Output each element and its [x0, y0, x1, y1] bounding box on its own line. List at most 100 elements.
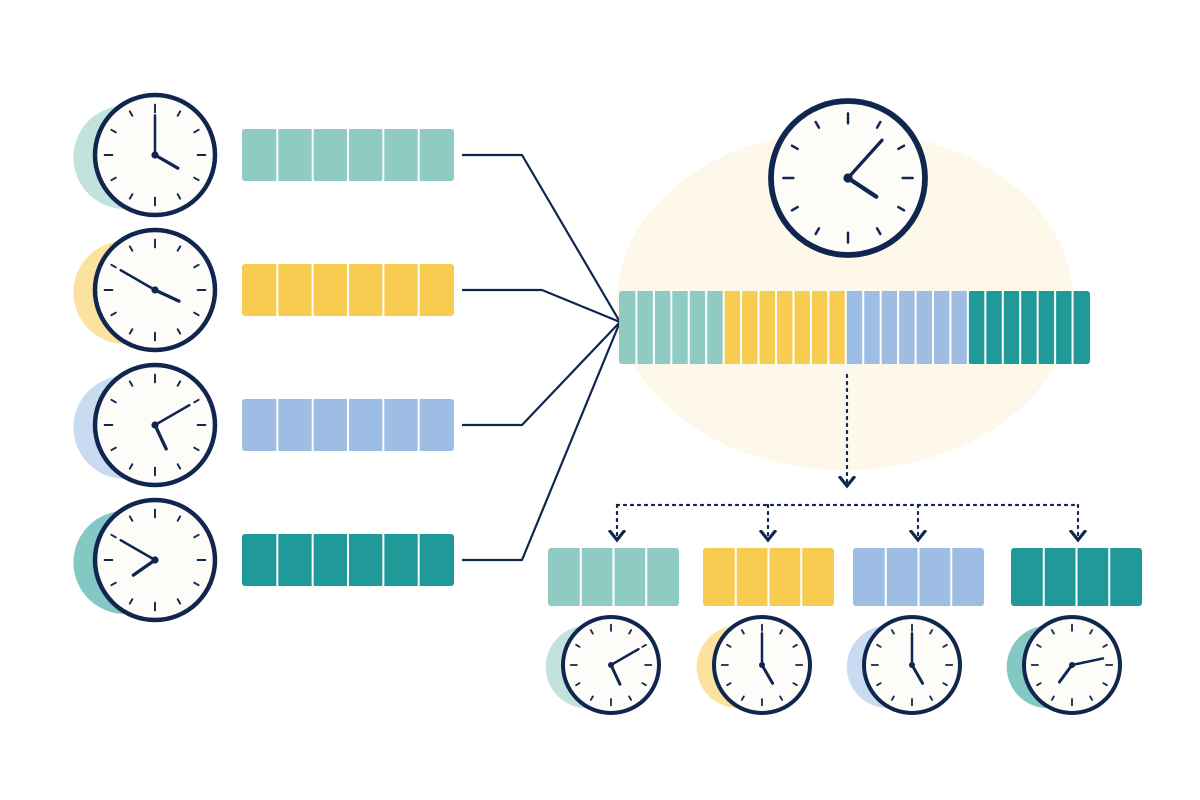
- merged-stream: [619, 98, 1090, 364]
- clock-tick: [1102, 643, 1108, 648]
- clock-tick: [176, 515, 182, 522]
- clock-minute-hand: [119, 538, 157, 562]
- clock-tick: [575, 682, 581, 687]
- clock-tick: [589, 695, 594, 701]
- clock-hour-hand: [609, 663, 622, 686]
- clock-tick: [790, 144, 799, 151]
- merged-bar: [619, 291, 1090, 364]
- output-yellow: [696, 548, 834, 715]
- clock-tick: [875, 227, 882, 236]
- source-clock-teal-light: [73, 92, 218, 218]
- clock-tick: [792, 643, 798, 648]
- clock-tick: [790, 205, 799, 212]
- clock-tick: [128, 380, 134, 387]
- clock-tick: [176, 463, 182, 470]
- clock-tick: [193, 398, 200, 404]
- clock-center: [909, 662, 915, 668]
- clock-tick: [876, 682, 882, 687]
- clock-center: [1069, 662, 1075, 668]
- clock-hour-hand: [910, 663, 925, 685]
- output-teal-light: [545, 548, 679, 715]
- output-clock-teal-dark: [1006, 615, 1122, 715]
- source-clock-blue: [73, 362, 218, 488]
- clock-tick: [193, 581, 200, 587]
- clock-tick: [193, 446, 200, 452]
- clock-tick: [942, 682, 948, 687]
- clock-tick: [1089, 695, 1094, 701]
- clock-center: [151, 421, 159, 429]
- connector-line: [462, 153, 621, 323]
- clock-hour-hand: [153, 423, 168, 451]
- connector-line: [462, 321, 621, 427]
- clock-center: [151, 151, 159, 159]
- output-streams: [545, 548, 1142, 715]
- clock-tick: [193, 176, 200, 182]
- merge-connectors: [462, 153, 622, 562]
- clock-hour-hand: [845, 175, 879, 199]
- clock-tick: [1102, 682, 1108, 687]
- clock-tick: [779, 629, 784, 635]
- clock-tick: [628, 695, 633, 701]
- clock-tick: [193, 311, 200, 317]
- clock-tick: [128, 193, 134, 200]
- clock-tick: [929, 695, 934, 701]
- clock-tick: [110, 176, 117, 182]
- clock-center: [608, 662, 614, 668]
- clock-tick: [726, 643, 732, 648]
- output-clock-teal-light: [545, 615, 661, 715]
- clock-tick: [890, 695, 895, 701]
- output-bar-blue: [853, 548, 984, 606]
- clock-tick: [1036, 643, 1042, 648]
- split-arrows: [617, 373, 1078, 540]
- clock-tick: [814, 227, 821, 236]
- clock-tick: [575, 643, 581, 648]
- clock-minute-hand: [119, 268, 157, 292]
- clock-center: [151, 286, 159, 294]
- clock-tick: [779, 695, 784, 701]
- connector-line: [462, 321, 622, 562]
- clock-minute-hand: [846, 138, 884, 180]
- clock-tick: [128, 598, 134, 605]
- clock-tick: [128, 328, 134, 335]
- clock-hour-hand: [153, 153, 180, 170]
- clock-tick: [176, 598, 182, 605]
- source-clock-teal-dark: [73, 497, 218, 623]
- source-clock-yellow: [73, 227, 218, 353]
- clock-hour-hand: [131, 558, 157, 577]
- output-teal-dark: [1006, 548, 1142, 715]
- clock-tick: [641, 643, 647, 648]
- clock-tick: [875, 120, 882, 129]
- output-bar-teal-light: [548, 548, 679, 606]
- clock-tick: [1089, 629, 1094, 635]
- clock-tick: [897, 205, 906, 212]
- source-teal-light: [73, 92, 454, 218]
- clock-hour-hand: [1057, 663, 1074, 684]
- connector-line: [462, 288, 621, 324]
- merged-clock: [768, 98, 928, 258]
- clock-center: [843, 173, 853, 183]
- source-streams: [73, 92, 454, 623]
- source-teal-dark: [73, 497, 454, 623]
- clock-tick: [792, 682, 798, 687]
- clock-tick: [193, 533, 200, 539]
- clock-tick: [128, 245, 134, 252]
- clock-tick: [589, 629, 594, 635]
- clock-center: [759, 662, 765, 668]
- source-bar-teal-light: [242, 129, 454, 181]
- clock-tick: [942, 643, 948, 648]
- clock-tick: [110, 311, 117, 317]
- clock-tick: [193, 128, 200, 134]
- source-blue: [73, 362, 454, 488]
- source-bar-teal-dark: [242, 534, 454, 586]
- clock-tick: [176, 193, 182, 200]
- output-clock-yellow: [696, 615, 812, 715]
- clock-center: [151, 556, 159, 564]
- clock-tick: [110, 398, 117, 404]
- clock-tick: [1036, 682, 1042, 687]
- output-bar-teal-dark: [1011, 548, 1142, 606]
- clock-tick: [128, 515, 134, 522]
- clock-tick: [176, 328, 182, 335]
- clock-tick: [110, 581, 117, 587]
- clock-tick: [193, 263, 200, 269]
